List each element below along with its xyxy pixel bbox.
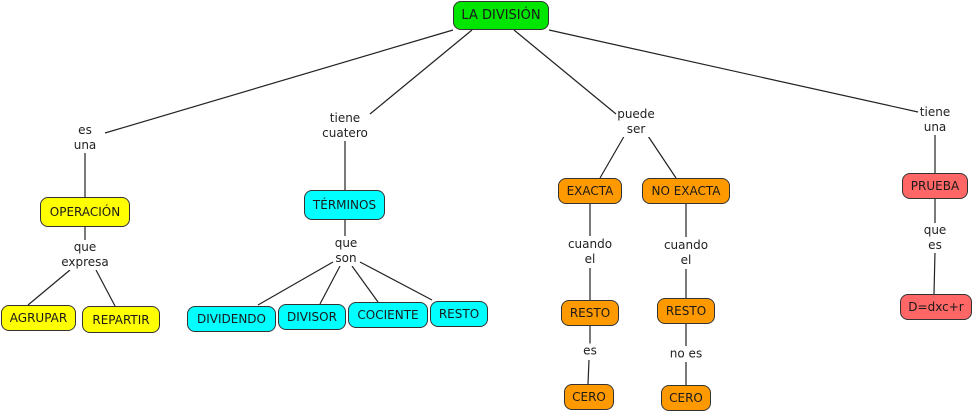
link-que-expresa: que expresa xyxy=(61,240,109,270)
concept-resto-exacta[interactable]: RESTO xyxy=(561,300,619,326)
concept-divisor[interactable]: DIVISOR xyxy=(278,304,346,330)
connection-line xyxy=(933,251,936,295)
concept-label: AGRUPAR xyxy=(9,311,68,325)
concept-formula[interactable]: D=dxc+r xyxy=(900,294,972,320)
connection-line xyxy=(548,29,919,113)
concept-label: OPERACIÓN xyxy=(49,205,121,219)
link-que-es: que es xyxy=(923,223,947,253)
concept-terminos[interactable]: TÉRMINOS xyxy=(304,190,385,220)
link-cuando-el-no-exacta: cuando el xyxy=(663,238,709,268)
connection-line xyxy=(587,359,590,385)
connection-line xyxy=(359,261,433,301)
concept-no-exacta[interactable]: NO EXACTA xyxy=(642,178,730,204)
concept-cociente[interactable]: COCIENTE xyxy=(348,302,428,328)
connection-line xyxy=(645,132,677,179)
concept-label: DIVIDENDO xyxy=(196,312,266,326)
concept-label: CERO xyxy=(572,390,606,404)
concept-label: TÉRMINOS xyxy=(312,198,377,212)
concept-label: D=dxc+r xyxy=(908,300,964,314)
concept-prueba[interactable]: PRUEBA xyxy=(902,173,968,199)
concept-dividendo[interactable]: DIVIDENDO xyxy=(187,306,276,332)
link-es-una: es una xyxy=(73,123,97,153)
concept-label: RESTO xyxy=(438,307,480,321)
connection-line xyxy=(319,265,341,305)
concept-agrupar[interactable]: AGRUPAR xyxy=(1,305,76,331)
concept-resto-no-exacta[interactable]: RESTO xyxy=(657,298,715,324)
link-no-es: no es xyxy=(669,346,703,362)
concept-la-division[interactable]: LA DIVISIÓN xyxy=(453,1,549,30)
connection-line xyxy=(351,265,379,303)
connection-line xyxy=(95,269,116,307)
concept-label: EXACTA xyxy=(566,184,614,198)
concept-repartir[interactable]: REPARTIR xyxy=(82,306,160,333)
concept-label: RESTO xyxy=(665,304,707,318)
concept-label: NO EXACTA xyxy=(651,184,721,198)
concept-label: REPARTIR xyxy=(92,312,150,327)
link-cuando-el-exacta: cuando el xyxy=(567,237,613,267)
concept-label: LA DIVISIÓN xyxy=(461,8,541,23)
concept-label: CERO xyxy=(669,391,703,405)
concept-label: COCIENTE xyxy=(357,308,419,322)
connection-line xyxy=(599,132,627,179)
concept-resto-termino[interactable]: RESTO xyxy=(430,301,488,327)
concept-cero-exacta[interactable]: CERO xyxy=(564,384,614,410)
link-es: es xyxy=(583,343,597,359)
concept-cero-no-exacta[interactable]: CERO xyxy=(661,385,711,411)
connection-line xyxy=(369,29,473,115)
link-tiene-una: tiene una xyxy=(919,105,951,135)
link-tiene-cuatero: tiene cuatero xyxy=(322,111,368,141)
connection-line xyxy=(104,29,454,134)
connection-line xyxy=(513,29,617,115)
concept-label: PRUEBA xyxy=(910,179,960,193)
concept-label: DIVISOR xyxy=(287,310,337,324)
connection-line xyxy=(27,269,71,306)
link-puede-ser: puede ser xyxy=(617,107,655,137)
concept-label: RESTO xyxy=(569,306,611,320)
concept-exacta[interactable]: EXACTA xyxy=(558,178,622,204)
link-que-son: que son xyxy=(334,236,358,266)
concept-operacion[interactable]: OPERACIÓN xyxy=(40,197,130,227)
connection-line xyxy=(257,261,334,306)
